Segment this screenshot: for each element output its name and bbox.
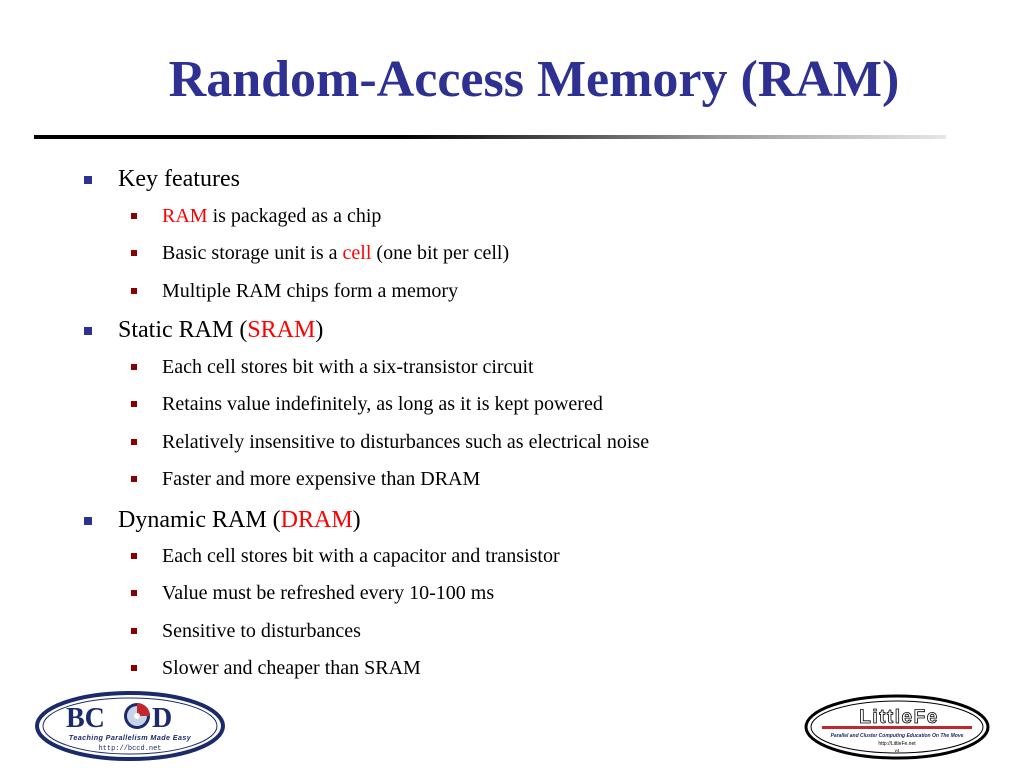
sub-bullet-marker	[131, 628, 137, 634]
list-item: Each cell stores bit with a capacitor an…	[162, 544, 560, 568]
highlight-term: DRAM	[280, 507, 353, 533]
list-item: Sensitive to disturbances	[162, 619, 361, 643]
sub-bullet-marker	[131, 288, 137, 294]
list-item: Multiple RAM chips form a memory	[162, 279, 458, 303]
sub-bullet-marker	[131, 364, 137, 370]
item-text: Retains value indefinitely, as long as i…	[162, 393, 603, 415]
sub-bullet-marker	[131, 590, 137, 596]
item-text: Relatively insensitive to disturbances s…	[162, 431, 650, 453]
littlefe-tagline: Parallel and Cluster Computing Education…	[831, 733, 964, 739]
bccd-tagline: Teaching Parallelism Made Easy	[69, 733, 192, 742]
item-text: Faster and more expensive than DRAM	[162, 468, 481, 490]
highlight-term: RAM	[162, 205, 208, 227]
item-text: Value must be refreshed every 10-100 ms	[162, 582, 495, 604]
section-label: Static RAM (	[118, 317, 248, 343]
section-label: Key features	[118, 166, 240, 192]
list-item: Basic storage unit is a cell (one bit pe…	[162, 241, 509, 265]
littlefe-url[interactable]: http://LittleFe.net	[878, 741, 916, 747]
list-item: Faster and more expensive than DRAM	[162, 467, 480, 491]
title-underline	[34, 135, 946, 139]
sub-bullet-marker	[131, 401, 137, 407]
item-text: Multiple RAM chips form a memory	[162, 280, 459, 302]
item-text: (one bit per cell)	[371, 242, 510, 264]
item-text: Basic storage unit is a	[162, 242, 343, 264]
section-label: Dynamic RAM (	[118, 507, 281, 533]
list-item: Slower and cheaper than SRAM	[162, 656, 421, 680]
sub-bullet-marker	[131, 250, 137, 256]
sub-bullet-marker	[131, 665, 137, 671]
section-label: )	[315, 317, 324, 343]
item-text: is packaged as a chip	[207, 205, 382, 227]
sub-bullet-marker	[131, 553, 137, 559]
littlefe-name: LittleFe	[859, 707, 939, 728]
highlight-term: cell	[342, 242, 372, 264]
bccd-name-right: D	[152, 703, 172, 734]
sub-bullet-marker	[131, 476, 137, 482]
list-item: Relatively insensitive to disturbances s…	[162, 430, 649, 454]
bullet-list: Key features RAM is packaged as a chip B…	[84, 165, 649, 680]
littlefe-red-bar	[822, 726, 972, 729]
item-text: Each cell stores bit with a six-transist…	[162, 356, 534, 378]
bccd-name-left: BC	[66, 703, 105, 734]
littlefe-version: v4	[895, 748, 900, 753]
bccd-logo[interactable]: BC D Teaching Parallelism Made Easy http…	[34, 690, 226, 762]
slide-title: Random-Access Memory (RAM)	[168, 51, 900, 108]
sub-bullet-marker	[131, 213, 137, 219]
highlight-term: SRAM	[247, 317, 316, 343]
cd-disc-icon	[124, 703, 150, 729]
item-text: Each cell stores bit with a capacitor an…	[162, 545, 560, 567]
list-item: Each cell stores bit with a six-transist…	[162, 355, 534, 379]
bullet-marker	[84, 176, 92, 184]
section-sram: Static RAM (SRAM)	[118, 316, 323, 344]
section-label: )	[352, 507, 361, 533]
sub-bullet-marker	[131, 439, 137, 445]
bullet-marker	[84, 517, 92, 525]
list-item: RAM is packaged as a chip	[162, 204, 381, 228]
list-item: Value must be refreshed every 10-100 ms	[162, 581, 494, 605]
bccd-url[interactable]: http://bccd.net	[98, 745, 161, 753]
item-text: Slower and cheaper than SRAM	[162, 657, 421, 679]
section-dram: Dynamic RAM (DRAM)	[118, 506, 361, 534]
bullet-marker	[84, 327, 92, 335]
item-text: Sensitive to disturbances	[162, 620, 361, 642]
littlefe-logo[interactable]: LittleFe Parallel and Cluster Computing …	[802, 692, 992, 762]
section-key-features: Key features	[118, 165, 240, 193]
list-item: Retains value indefinitely, as long as i…	[162, 392, 603, 416]
